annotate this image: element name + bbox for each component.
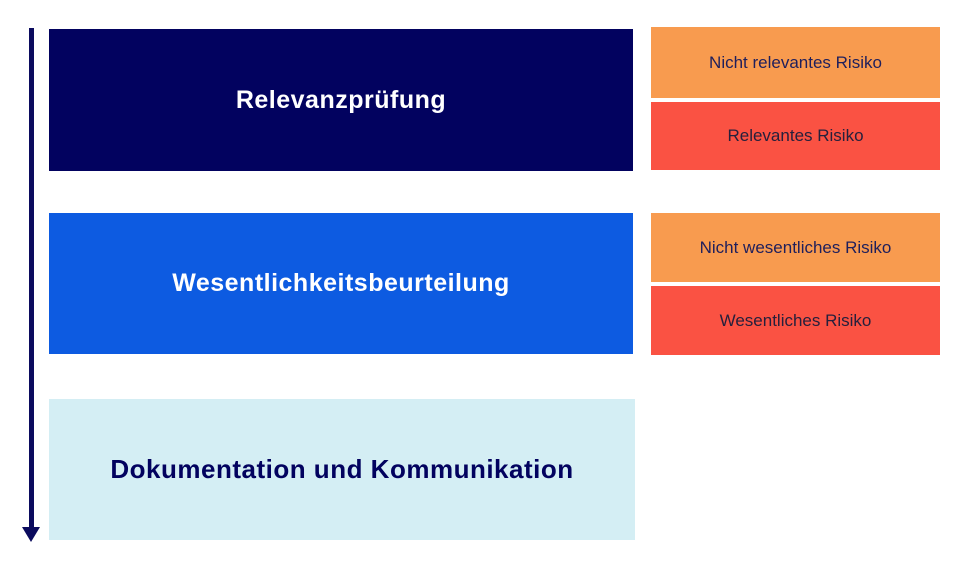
outcome-box-nicht-relevantes-risiko: Nicht relevantes Risiko: [651, 27, 940, 98]
outcome-label: Relevantes Risiko: [727, 126, 864, 145]
stage-label: Dokumentation und Kommunikation: [110, 454, 574, 484]
outcome-box-wesentliches-risiko: Wesentliches Risiko: [651, 286, 940, 355]
arrow-down-icon: [22, 527, 40, 542]
outcome-label: Wesentliches Risiko: [719, 310, 872, 330]
outcome-box-nicht-wesentliches-risiko: Nicht wesentliches Risiko: [651, 213, 940, 282]
stage-box-wesentlichkeitsbeurteilung: Wesentlichkeitsbeurteilung: [49, 213, 633, 354]
outcome-box-relevantes-risiko: Relevantes Risiko: [651, 102, 940, 170]
stage-label: Wesentlichkeitsbeurteilung: [172, 269, 510, 297]
stage-box-relevanzpruefung: Relevanzprüfung: [49, 29, 633, 171]
stage-box-dokumentation-und-kommunikation: Dokumentation und Kommunikation: [49, 399, 635, 540]
stage-label: Relevanzprüfung: [235, 85, 447, 114]
outcome-label: Nicht wesentliches Risiko: [699, 237, 892, 257]
outcome-label: Nicht relevantes Risiko: [709, 52, 882, 72]
arrow-shaft: [29, 28, 34, 528]
